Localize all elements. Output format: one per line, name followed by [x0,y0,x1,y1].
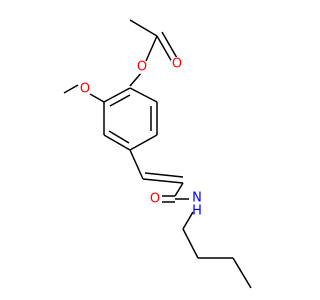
bond-ring-4 [103,134,131,151]
bond-ring-1 [129,87,158,103]
atom-methoxy-o: O [78,82,92,97]
bond-acetyl-ester-o [145,35,158,62]
bond-butyl-4 [232,257,252,289]
atom-label-layer: O O O O N H [78,57,205,219]
bond-butyl-2 [182,228,199,259]
bond-acetyl-carbonyl-2 [161,31,178,59]
molecule-canvas: O O O O N H [63,19,252,289]
atom-label-n: N [192,191,202,206]
atom-label-o: O [80,82,90,97]
molecule-structure: O O O O N H [63,19,252,289]
bond-ring-6 [103,87,131,103]
bond-methoxy-o-methyl [63,84,79,94]
bond-layer [63,19,252,289]
bond-ring-3 [129,134,158,151]
atom-ester-o: O [135,60,149,75]
atom-carbonyl-o-acetyl: O [170,57,184,72]
bond-vinyl-double-1 [142,178,184,184]
atom-amide-o: O [148,192,162,207]
atom-label-o: O [172,57,182,72]
bond-ring-4-inner [108,130,130,144]
atom-label-o: O [137,60,147,75]
atom-label-h: H [192,204,202,219]
bond-vinyl-double-2 [144,172,184,178]
bond-acetyl-carbonyl-1 [156,35,173,63]
atom-amide-n: N H [189,191,205,219]
bond-n-butyl-1 [182,211,194,230]
bond-ring-vinyl [129,149,144,180]
bond-vinyl-carbonyl [174,182,184,197]
bond-acetyl-methyl [129,19,158,37]
bond-ring-6-inner [109,94,131,107]
bond-ring-methoxy-o [89,93,105,103]
bond-ester-o-ring [129,71,143,87]
atom-label-o: O [150,192,160,207]
